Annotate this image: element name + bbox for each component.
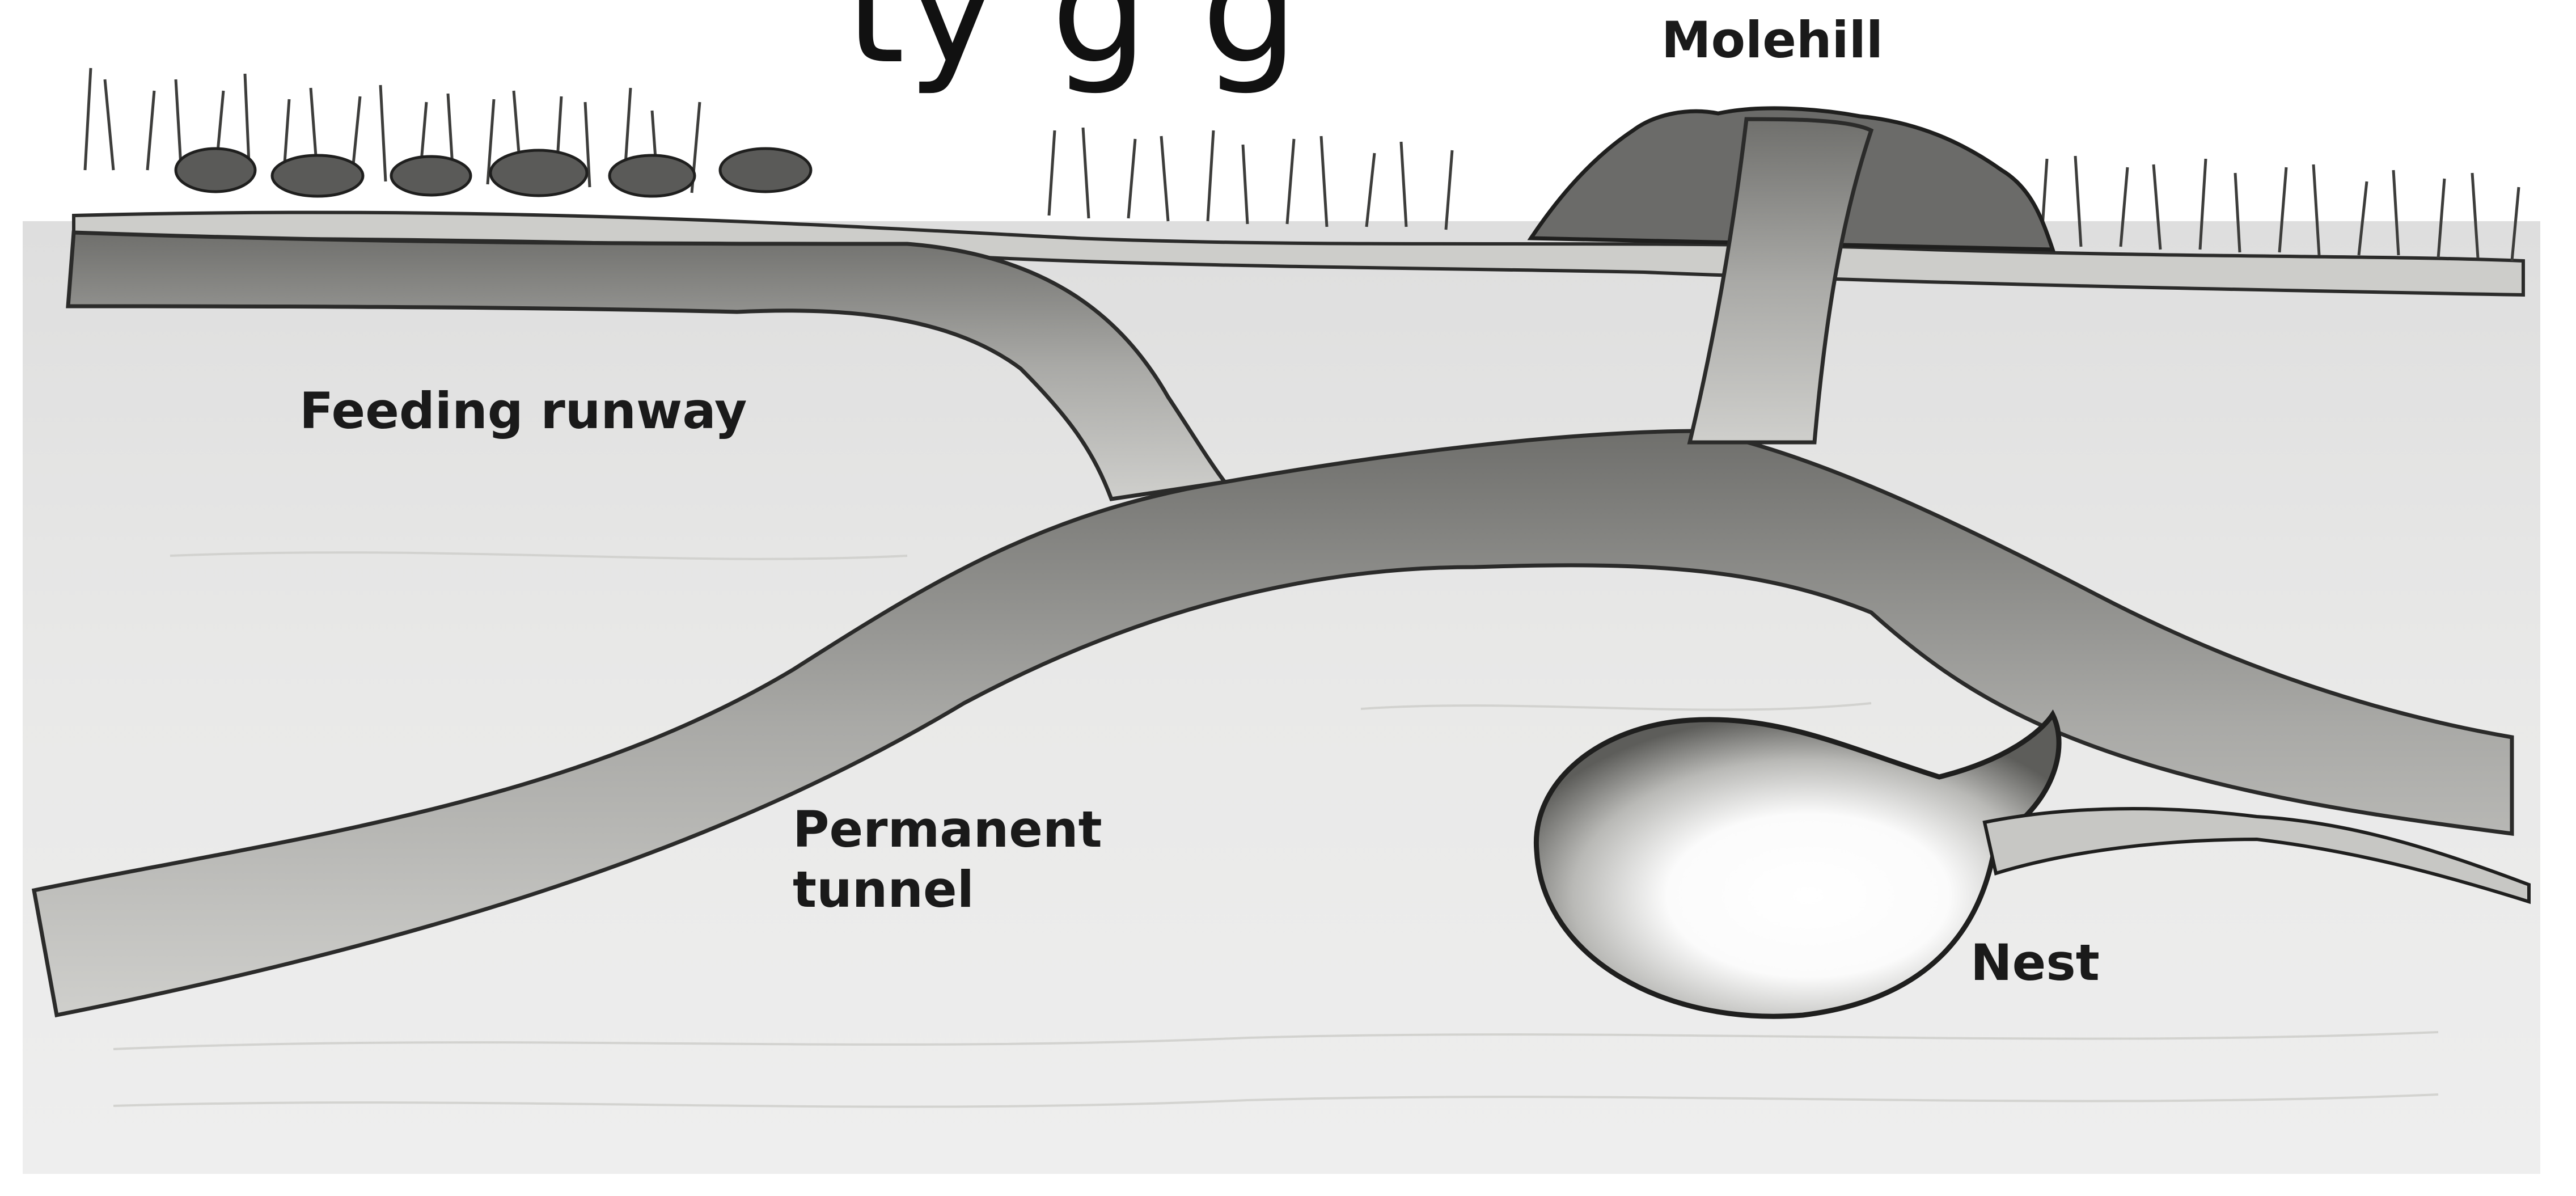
permanent-tunnel-label-line2: tunnel xyxy=(793,860,1102,920)
molehill-label: Molehill xyxy=(1661,10,1883,70)
nest-label: Nest xyxy=(1970,933,2100,993)
permanent-tunnel-label: Permanent tunnel xyxy=(793,800,1102,919)
surface-rocks xyxy=(176,149,811,196)
feeding-runway-label: Feeding runway xyxy=(299,381,747,441)
permanent-tunnel-label-line1: Permanent xyxy=(793,800,1102,860)
partial-title: ty g g xyxy=(845,0,1301,85)
